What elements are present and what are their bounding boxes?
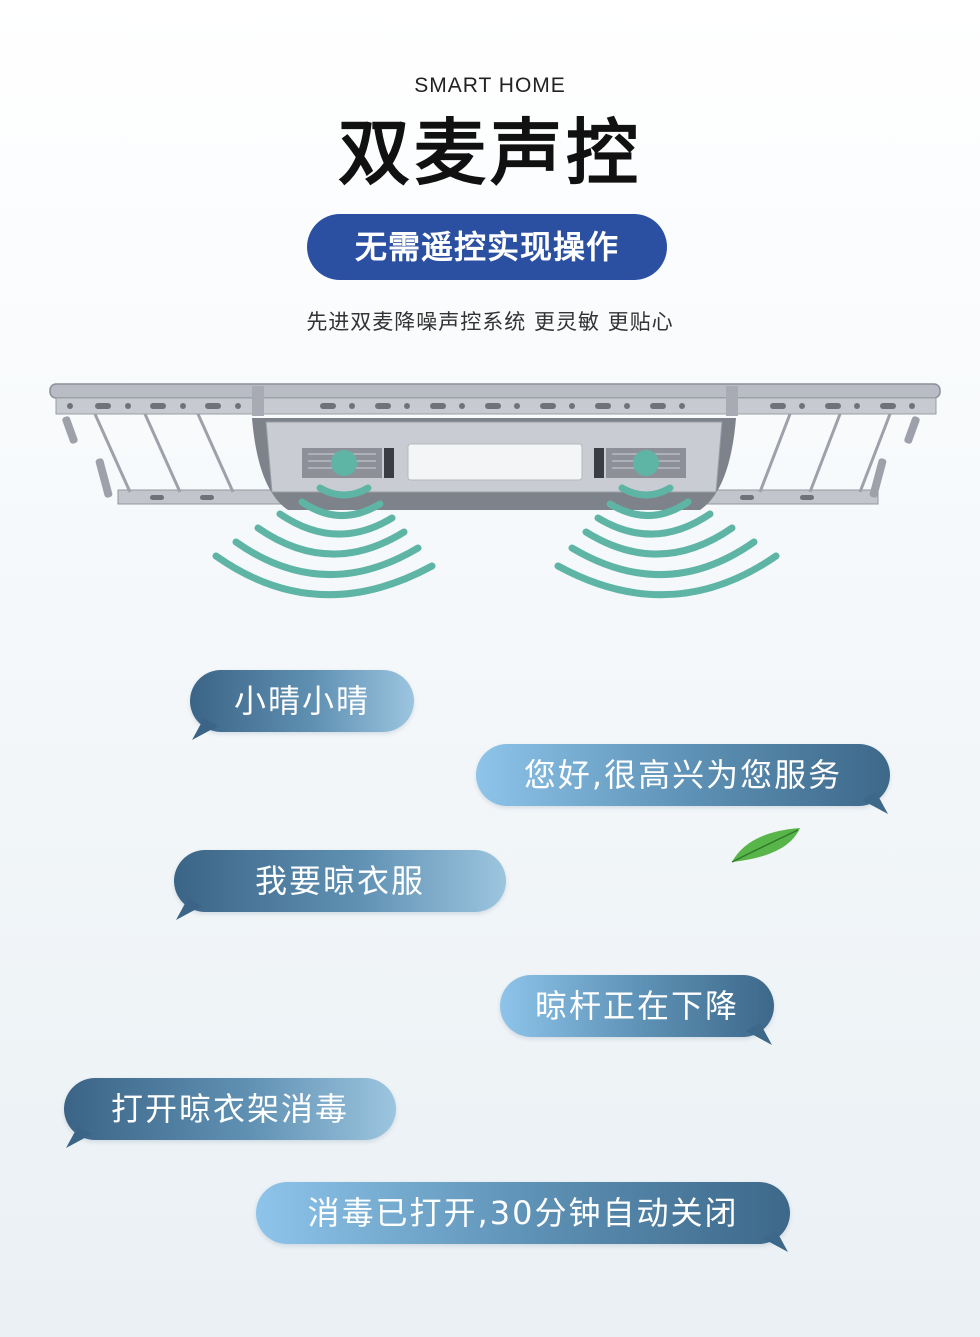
- page-subtitle: 先进双麦降噪声控系统 更灵敏 更贴心: [306, 310, 674, 334]
- user-bubble-text: 打开晾衣架消毒: [110, 1090, 349, 1128]
- device-bubble-text: 消毒已打开,30分钟自动关闭: [307, 1194, 739, 1232]
- device-bubble-text: 晾杆正在下降: [534, 987, 739, 1025]
- drying-rack-image: [49, 383, 941, 599]
- feature-pill: 无需遥控实现操作: [307, 214, 667, 280]
- user-bubble: 打开晾衣架消毒: [64, 1078, 396, 1148]
- user-bubble-text: 小晴小晴: [233, 682, 370, 720]
- user-bubble: 我要晾衣服: [174, 850, 506, 920]
- user-bubble-text: 我要晾衣服: [254, 862, 425, 900]
- user-bubble: 小晴小晴: [190, 670, 414, 740]
- device-bubble: 晾杆正在下降: [500, 975, 774, 1045]
- device-bubble: 您好,很高兴为您服务: [476, 744, 890, 814]
- eyebrow-text: SMART HOME: [414, 74, 566, 97]
- leaf-icon: [731, 828, 800, 863]
- page-title: 双麦声控: [337, 111, 642, 195]
- device-bubble-text: 您好,很高兴为您服务: [523, 756, 843, 794]
- device-bubble: 消毒已打开,30分钟自动关闭: [256, 1182, 790, 1252]
